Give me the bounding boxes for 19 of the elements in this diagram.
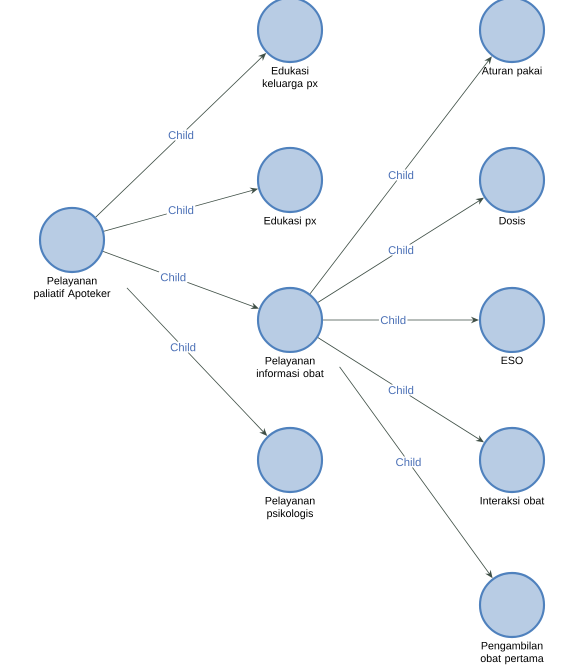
node-label: Interaksi obat <box>480 496 544 504</box>
edge-label: Child <box>386 384 416 396</box>
edge-label: Child <box>378 314 408 326</box>
node-label: Pelayanan paliatif Apoteker <box>34 276 110 300</box>
edge-label: Child <box>166 130 196 140</box>
node-label: Pelayanan psikologis <box>266 496 314 520</box>
edge-label: Child <box>386 170 416 180</box>
edge-label: Child <box>394 456 423 468</box>
edge-label: Child <box>166 204 196 216</box>
node-label: Aturan pakai <box>482 66 542 77</box>
node-label: Edukasi keluarga px <box>262 66 318 90</box>
node-label: Dosis <box>500 216 525 224</box>
edge-label: Child <box>168 342 198 353</box>
edge-label: Child <box>158 272 188 283</box>
edge-label: Child <box>386 244 416 256</box>
node-label: Pelayanan informasi obat <box>256 356 324 378</box>
node-label: ESO <box>502 356 523 364</box>
node-label: Edukasi px <box>264 216 316 227</box>
node-label: Pengambilan obat pertama <box>480 642 544 664</box>
